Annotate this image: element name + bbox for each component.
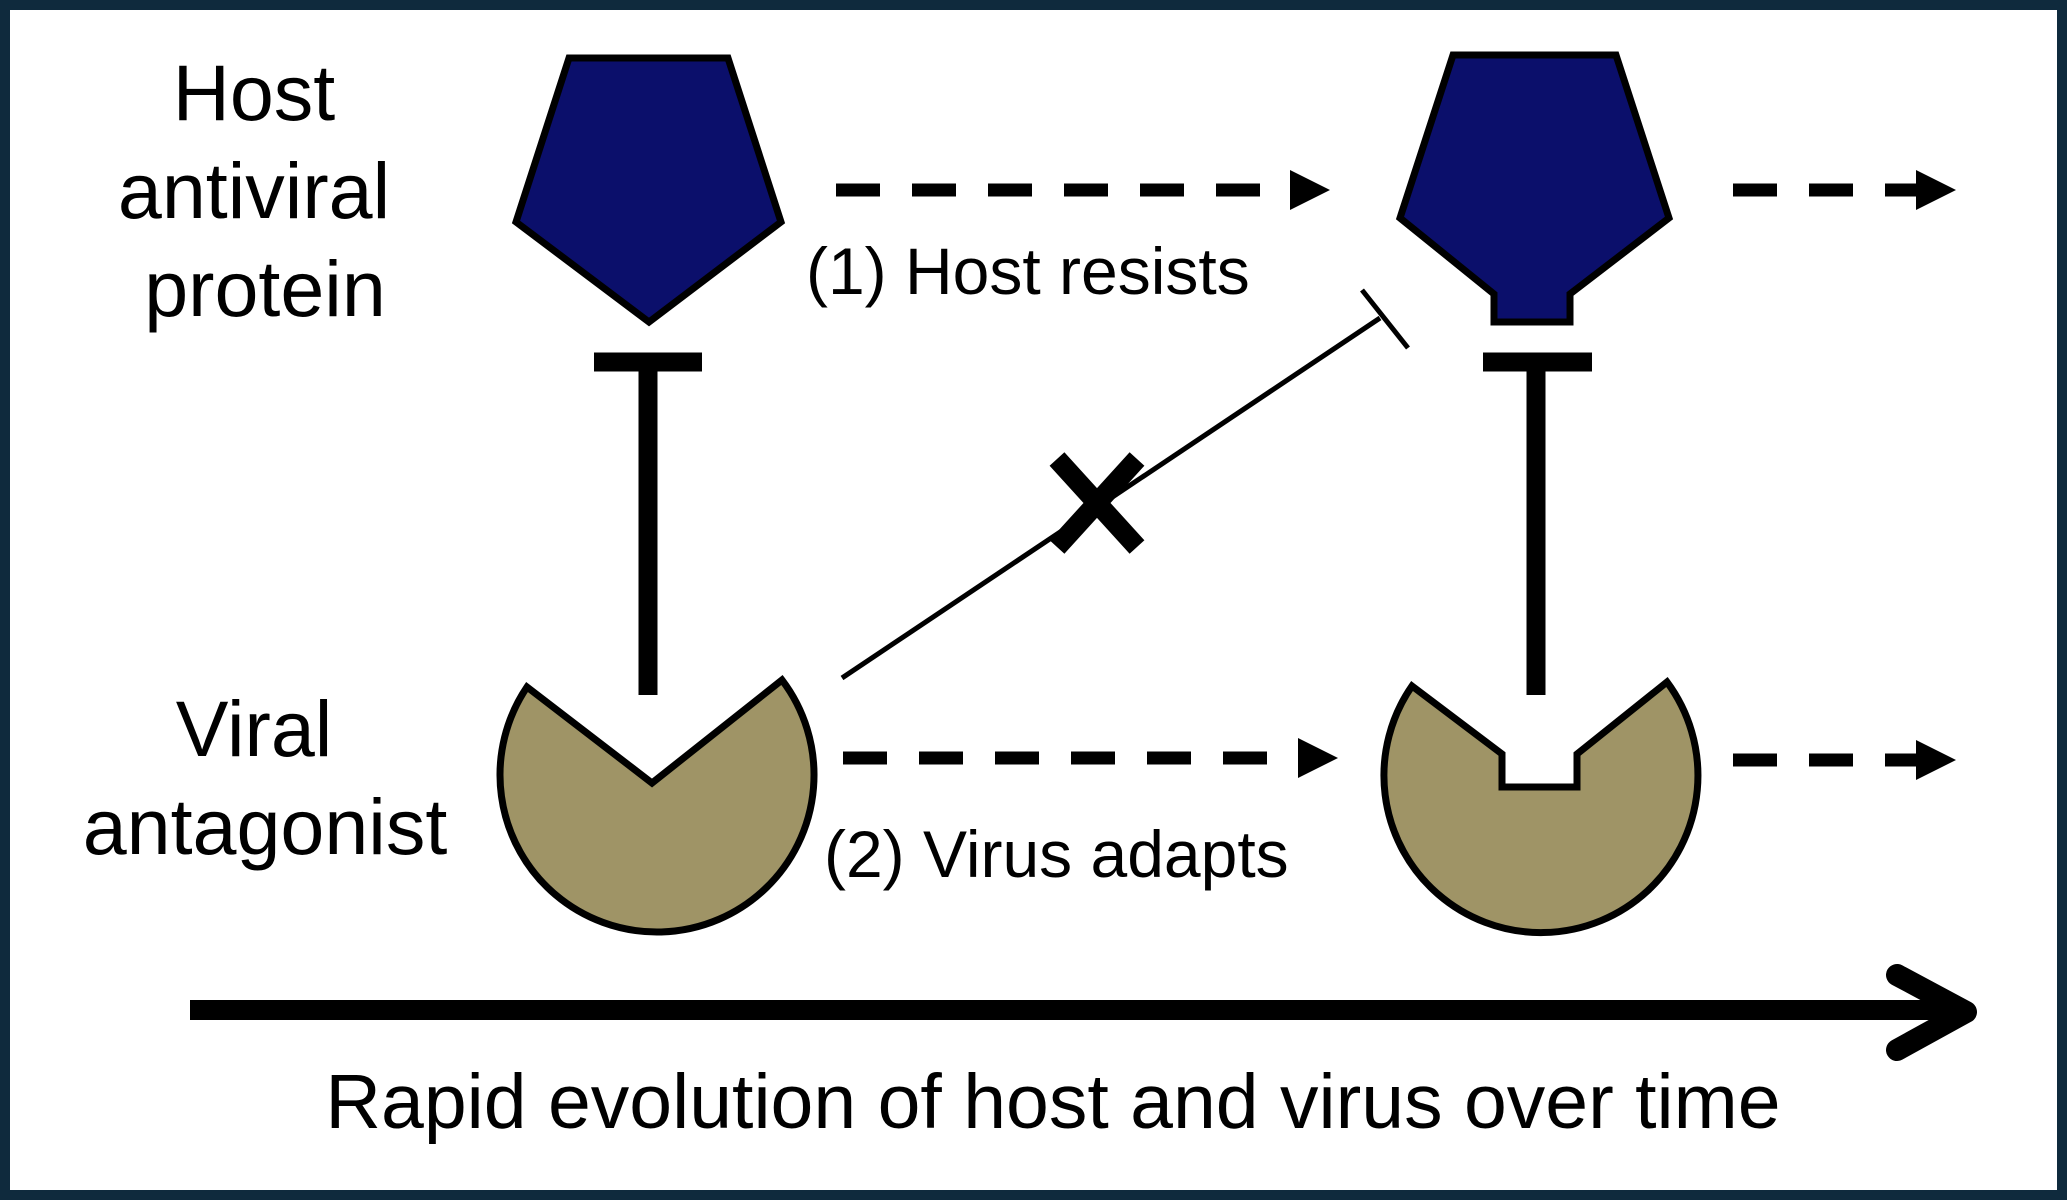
step-2-label: (2) Virus adapts [824, 817, 1289, 891]
host-label-line-1: Host [173, 48, 335, 137]
cross-mark-icon [1049, 452, 1145, 554]
virus-arrow-2-head [1916, 740, 1956, 780]
host-protein-evolved [1395, 51, 1674, 326]
host-arrow-1-head [1290, 170, 1330, 210]
failed-inhibition-bar [1360, 288, 1410, 350]
virus-arrow-1-head [1298, 738, 1338, 778]
host-arrow-2-head [1916, 170, 1956, 210]
host-label-line-3: protein [144, 244, 386, 333]
viral-antagonist-original [496, 675, 818, 936]
viral-antagonist-label: Viral antagonist [83, 684, 448, 871]
time-arrow [190, 964, 1977, 1061]
failed-inhibition [840, 288, 1410, 681]
viral-antagonist-evolved [1380, 676, 1702, 937]
step-1-label: (1) Host resists [806, 234, 1250, 308]
viral-label-line-1: Viral [176, 684, 333, 773]
diagram-caption: Rapid evolution of host and virus over t… [325, 1059, 1780, 1145]
time-arrow-head [1886, 964, 1977, 1061]
host-protein-original [511, 54, 786, 327]
host-protein-label: Host antiviral protein [118, 48, 412, 333]
inhibition-evolved [1483, 352, 1592, 695]
inhibition-original [594, 352, 702, 695]
viral-label-line-2: antagonist [83, 782, 448, 871]
host-label-line-2: antiviral [118, 146, 390, 235]
